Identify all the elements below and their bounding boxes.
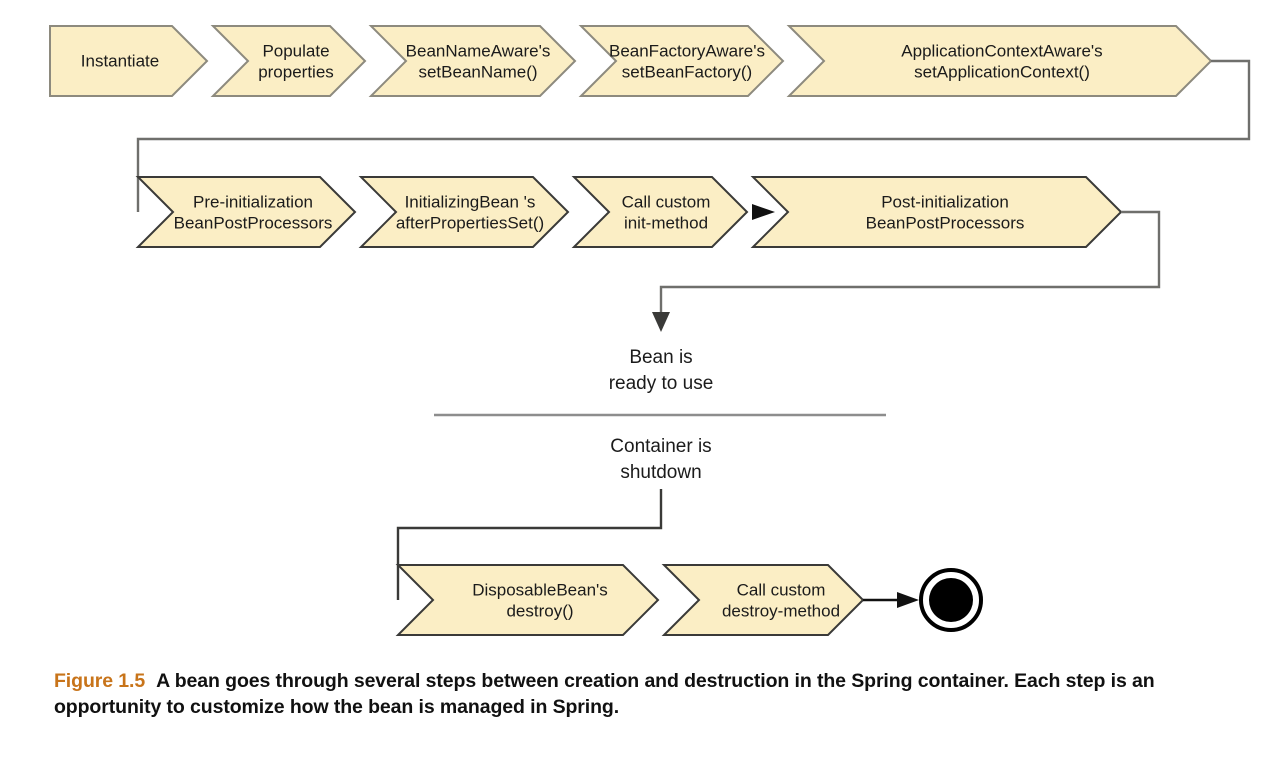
step-populate-properties-label-2: properties [258, 62, 334, 81]
state-container-shutdown-label-1: Container is [610, 436, 711, 457]
step-populate-properties[interactable]: Populate properties [210, 25, 367, 97]
step-call-custom-destroy[interactable]: Call custom destroy-method [661, 564, 865, 636]
bean-lifecycle-diagram: Instantiate Populate properties BeanName… [49, 25, 1251, 636]
step-application-context-aware-label-2: setApplicationContext() [914, 62, 1090, 81]
state-bean-ready-label-1: Bean is [629, 347, 692, 368]
state-bean-ready-label-2: ready to use [609, 373, 714, 394]
step-application-context-aware-label-1: ApplicationContextAware's [901, 41, 1102, 60]
step-initializing-bean-label-2: afterPropertiesSet() [396, 213, 544, 232]
final-state-node-icon [919, 568, 983, 632]
step-bean-factory-aware-label-2: setBeanFactory() [622, 62, 752, 81]
step-post-initialization-bpp[interactable]: Post-initialization BeanPostProcessors [750, 176, 1123, 248]
step-bean-name-aware-label-1: BeanNameAware's [406, 41, 551, 60]
state-bean-ready: Bean is ready to use [609, 347, 714, 394]
step-initializing-bean[interactable]: InitializingBean 's afterPropertiesSet() [358, 176, 570, 248]
step-call-custom-init-label-1: Call custom [622, 192, 711, 211]
step-application-context-aware[interactable]: ApplicationContextAware's setApplication… [786, 25, 1213, 97]
state-container-shutdown: Container is shutdown [610, 436, 711, 483]
step-call-custom-init[interactable]: Call custom init-method [571, 176, 749, 248]
step-bean-name-aware[interactable]: BeanNameAware's setBeanName() [368, 25, 577, 97]
step-bean-factory-aware-label-1: BeanFactoryAware's [609, 41, 765, 60]
step-populate-properties-label-1: Populate [262, 41, 329, 60]
figure-caption-tag: Figure 1.5 [54, 670, 146, 692]
step-call-custom-destroy-label-2: destroy-method [722, 601, 840, 620]
step-call-custom-init-label-2: init-method [624, 213, 708, 232]
step-instantiate-label: Instantiate [81, 51, 159, 70]
step-disposable-bean-label-1: DisposableBean's [472, 580, 608, 599]
step-post-initialization-bpp-label-1: Post-initialization [881, 192, 1009, 211]
step-pre-initialization-bpp-label-2: BeanPostProcessors [174, 213, 333, 232]
step-pre-initialization-bpp[interactable]: Pre-initialization BeanPostProcessors [135, 176, 357, 248]
step-initializing-bean-label-1: InitializingBean 's [405, 192, 536, 211]
step-pre-initialization-bpp-label-1: Pre-initialization [193, 192, 313, 211]
arrow-destroy-to-final-icon [863, 592, 919, 608]
connector-row2-to-bean-ready [659, 210, 1161, 318]
figure-caption-text: A bean goes through several steps betwee… [54, 670, 1155, 718]
arrow-init-to-postinit-icon [752, 204, 775, 220]
step-call-custom-destroy-label-1: Call custom [737, 580, 826, 599]
step-disposable-bean[interactable]: DisposableBean's destroy() [395, 564, 660, 636]
step-bean-name-aware-label-2: setBeanName() [418, 62, 537, 81]
step-post-initialization-bpp-label-2: BeanPostProcessors [866, 213, 1025, 232]
step-bean-factory-aware[interactable]: BeanFactoryAware's setBeanFactory() [578, 25, 785, 97]
step-disposable-bean-label-2: destroy() [506, 601, 573, 620]
arrow-down-to-bean-ready-icon [652, 312, 670, 332]
step-instantiate[interactable]: Instantiate [49, 25, 209, 97]
state-container-shutdown-label-2: shutdown [620, 462, 701, 483]
connector-row1-to-row2 [136, 59, 1251, 212]
